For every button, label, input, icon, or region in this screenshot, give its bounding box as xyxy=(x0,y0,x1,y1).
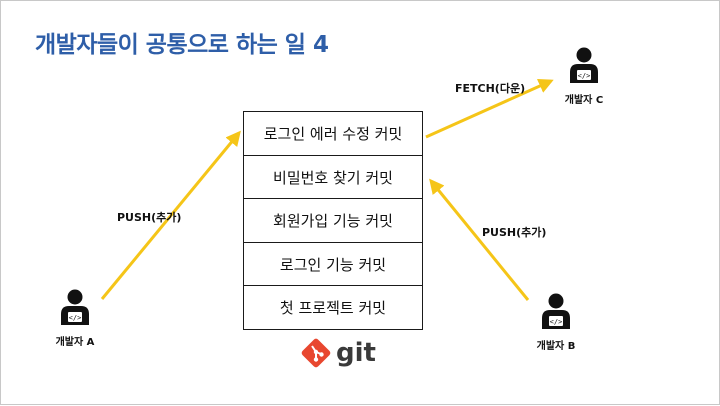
developer-icon: </> xyxy=(570,47,598,83)
push-a-label: PUSH(추가) xyxy=(117,211,182,224)
commit-item: 회원가입 기능 커밋 xyxy=(243,198,423,243)
commit-item: 로그인 기능 커밋 xyxy=(243,241,423,287)
svg-text:</>: </> xyxy=(578,72,591,80)
push-a-arrow xyxy=(100,130,241,300)
git-logo: git xyxy=(301,338,376,368)
developer-b: </> 개발자 B xyxy=(516,293,596,352)
developer-c-label: 개발자 C xyxy=(564,95,604,106)
git-logo-icon xyxy=(301,338,331,368)
svg-text:</>: </> xyxy=(550,318,563,326)
developer-b-label: 개발자 B xyxy=(536,341,576,352)
fetch-c-label: FETCH(다운) xyxy=(455,82,526,95)
git-logo-text: git xyxy=(336,338,376,368)
page-title: 개발자들이 공통으로 하는 일 4 xyxy=(35,32,329,58)
fetch-c-arrow xyxy=(425,79,554,139)
push-b-label: PUSH(추가) xyxy=(482,226,547,239)
push-b-arrow xyxy=(429,178,530,301)
commit-item: 비밀번호 찾기 커밋 xyxy=(243,154,423,200)
developer-a: </> 개발자 A xyxy=(35,289,115,348)
developer-c: </> 개발자 C xyxy=(544,47,624,106)
developer-a-label: 개발자 A xyxy=(55,337,95,348)
developer-icon: </> xyxy=(61,289,89,325)
commit-item: 첫 프로젝트 커밋 xyxy=(243,285,423,330)
commit-stack: 로그인 에러 수정 커밋 비밀번호 찾기 커밋 회원가입 기능 커밋 로그인 기… xyxy=(243,111,423,330)
developer-icon: </> xyxy=(542,293,570,329)
commit-item: 로그인 에러 수정 커밋 xyxy=(243,111,423,156)
svg-text:</>: </> xyxy=(69,314,82,322)
